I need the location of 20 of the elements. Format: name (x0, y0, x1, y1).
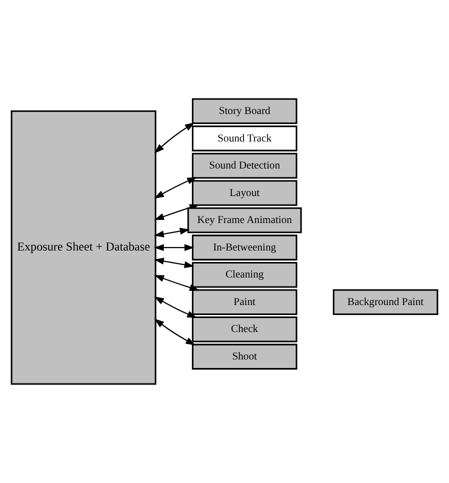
node-box: Layout (192, 180, 298, 206)
arrow (154, 244, 194, 252)
node-box: In-Betweening (192, 234, 298, 260)
node-box: Background Paint (332, 289, 438, 315)
node-box: Exposure Sheet + Database (10, 110, 156, 385)
arrow (154, 122, 195, 154)
arrow (154, 296, 198, 318)
arrow (154, 177, 198, 199)
arrow (154, 275, 200, 291)
arrow (154, 228, 190, 238)
node-box: Shoot (192, 344, 298, 370)
arrow (154, 318, 196, 346)
node-box: Cleaning (192, 262, 298, 288)
node-box: Sound Track (192, 126, 298, 152)
arrow (154, 258, 194, 268)
node-box: Sound Detection (192, 152, 298, 179)
node-box: Key Frame Animation (187, 207, 302, 234)
node-box: Paint (192, 289, 298, 315)
node-box: Check (192, 316, 298, 342)
node-box: Story Board (192, 98, 298, 124)
